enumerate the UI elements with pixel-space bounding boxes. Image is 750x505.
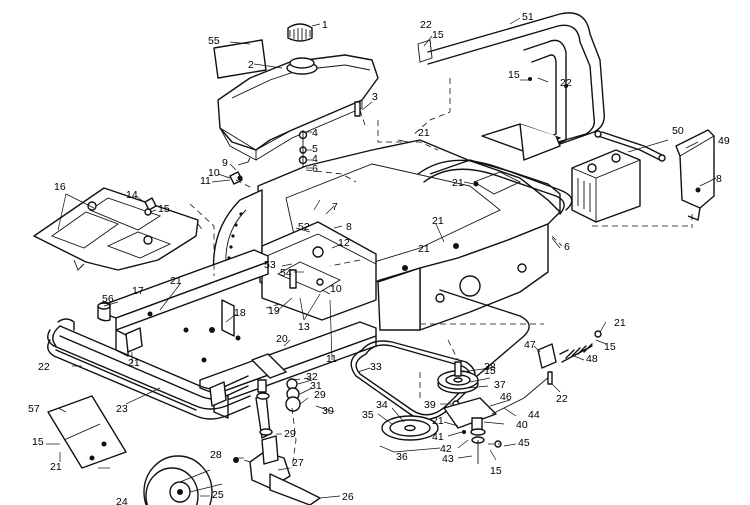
callout-c40: 40 — [516, 419, 528, 431]
leader-lines — [46, 17, 717, 499]
callout-c22d: 22 — [556, 393, 568, 405]
callout-c56: 56 — [102, 293, 114, 305]
callout-c2: 2 — [248, 59, 254, 71]
callout-c42: 42 — [440, 443, 452, 455]
callout-c29a: 29 — [314, 389, 326, 401]
callout-c15c: 15 — [508, 69, 520, 81]
callout-c3: 3 — [372, 91, 378, 103]
callout-c41: 41 — [432, 431, 444, 443]
callout-c11b: 11 — [326, 353, 337, 365]
callout-c48: 48 — [586, 353, 598, 365]
callout-c19: 19 — [268, 305, 280, 317]
callout-c6a: 6 — [312, 163, 318, 175]
callout-c32: 32 — [306, 371, 318, 383]
callout-c21i: 21 — [614, 317, 626, 329]
callout-c46: 46 — [500, 391, 512, 403]
callout-c52: 52 — [298, 221, 310, 233]
callout-c1: 1 — [322, 19, 328, 31]
callout-c15b: 15 — [432, 29, 444, 41]
roll-bar — [417, 12, 605, 161]
front-bumper — [47, 301, 251, 420]
callout-c28: 28 — [210, 449, 222, 461]
callout-c21h: 21 — [432, 415, 444, 427]
callout-c4b: 4 — [312, 153, 318, 165]
callout-c29b: 29 — [284, 428, 296, 440]
callout-c50: 50 — [672, 125, 684, 137]
fuel-tank — [213, 23, 379, 161]
callout-c10b: 10 — [330, 283, 342, 295]
callout-c15a: 15 — [158, 203, 170, 215]
callout-c34: 34 — [376, 399, 388, 411]
callout-c18: 18 — [234, 307, 246, 319]
callout-c38: 38 — [484, 361, 496, 373]
callout-c31: 31 — [310, 380, 322, 392]
callout-c6b: 6 — [564, 241, 570, 253]
callout-c49: 49 — [718, 135, 730, 147]
callout-c15f: 15 — [604, 341, 616, 353]
callout-c14: 14 — [126, 189, 138, 201]
callout-c53: 53 — [264, 259, 276, 271]
callout-c20: 20 — [276, 333, 288, 345]
callout-c15g: 15 — [490, 465, 502, 477]
callout-c21b: 21 — [418, 127, 430, 139]
callout-c55: 55 — [208, 35, 220, 47]
callout-c26: 26 — [342, 491, 354, 503]
pulleys — [381, 361, 551, 464]
callout-labels: 1234456678891010111112131415151515151515… — [28, 11, 730, 505]
callout-c10a: 10 — [208, 167, 220, 179]
callout-c57: 57 — [28, 403, 40, 415]
callout-c36: 36 — [396, 451, 408, 463]
callout-c21d: 21 — [432, 215, 444, 227]
spindle-assembly — [233, 353, 321, 505]
callout-c22b: 22 — [560, 77, 572, 89]
assembly-lines — [189, 78, 693, 469]
callout-c27: 27 — [292, 457, 304, 469]
callout-c22a: 22 — [420, 19, 432, 31]
spring-bracket — [537, 330, 602, 385]
callout-c9: 9 — [222, 157, 228, 169]
callout-c21e: 21 — [418, 243, 430, 255]
callout-c39: 39 — [424, 399, 436, 411]
callout-c54: 54 — [280, 267, 292, 279]
callout-c33: 33 — [370, 361, 382, 373]
callout-c5: 5 — [312, 143, 318, 155]
callout-c23: 23 — [116, 403, 128, 415]
callout-c13: 13 — [298, 321, 310, 333]
callout-c21f: 21 — [128, 357, 140, 369]
seat-pan — [33, 187, 199, 271]
drive-belt — [350, 289, 530, 421]
callout-c11a: 11 — [200, 175, 211, 187]
callout-c51: 51 — [522, 11, 534, 23]
front-wheel — [143, 455, 223, 505]
callout-c45: 45 — [518, 437, 530, 449]
callout-c15d: 15 — [32, 436, 44, 448]
callout-c16: 16 — [54, 181, 66, 193]
callout-c8b: 8 — [716, 173, 722, 185]
callout-c44: 44 — [528, 409, 540, 421]
tank-fasteners — [229, 101, 361, 185]
callout-c22c: 22 — [38, 361, 50, 373]
callout-c12: 12 — [338, 237, 350, 249]
callout-c17: 17 — [132, 285, 144, 297]
callout-c21a: 21 — [170, 275, 182, 287]
callout-c24: 24 — [116, 496, 128, 505]
callout-c4a: 4 — [312, 127, 318, 139]
callout-c37: 37 — [494, 379, 506, 391]
callout-c47: 47 — [524, 339, 536, 351]
callout-c35: 35 — [362, 409, 374, 421]
battery — [571, 130, 666, 223]
front-guard-plate — [47, 395, 127, 469]
callout-c15e: 15 — [484, 365, 496, 377]
callout-c30: 30 — [322, 405, 334, 417]
battery-cover — [675, 129, 715, 221]
callout-c21g: 21 — [50, 461, 62, 473]
callout-c21c: 21 — [452, 177, 464, 189]
callout-c7: 7 — [332, 201, 338, 213]
callout-c8a: 8 — [346, 221, 352, 233]
callout-c25: 25 — [212, 489, 224, 501]
main-frame — [99, 139, 561, 419]
callout-c43: 43 — [442, 453, 454, 465]
